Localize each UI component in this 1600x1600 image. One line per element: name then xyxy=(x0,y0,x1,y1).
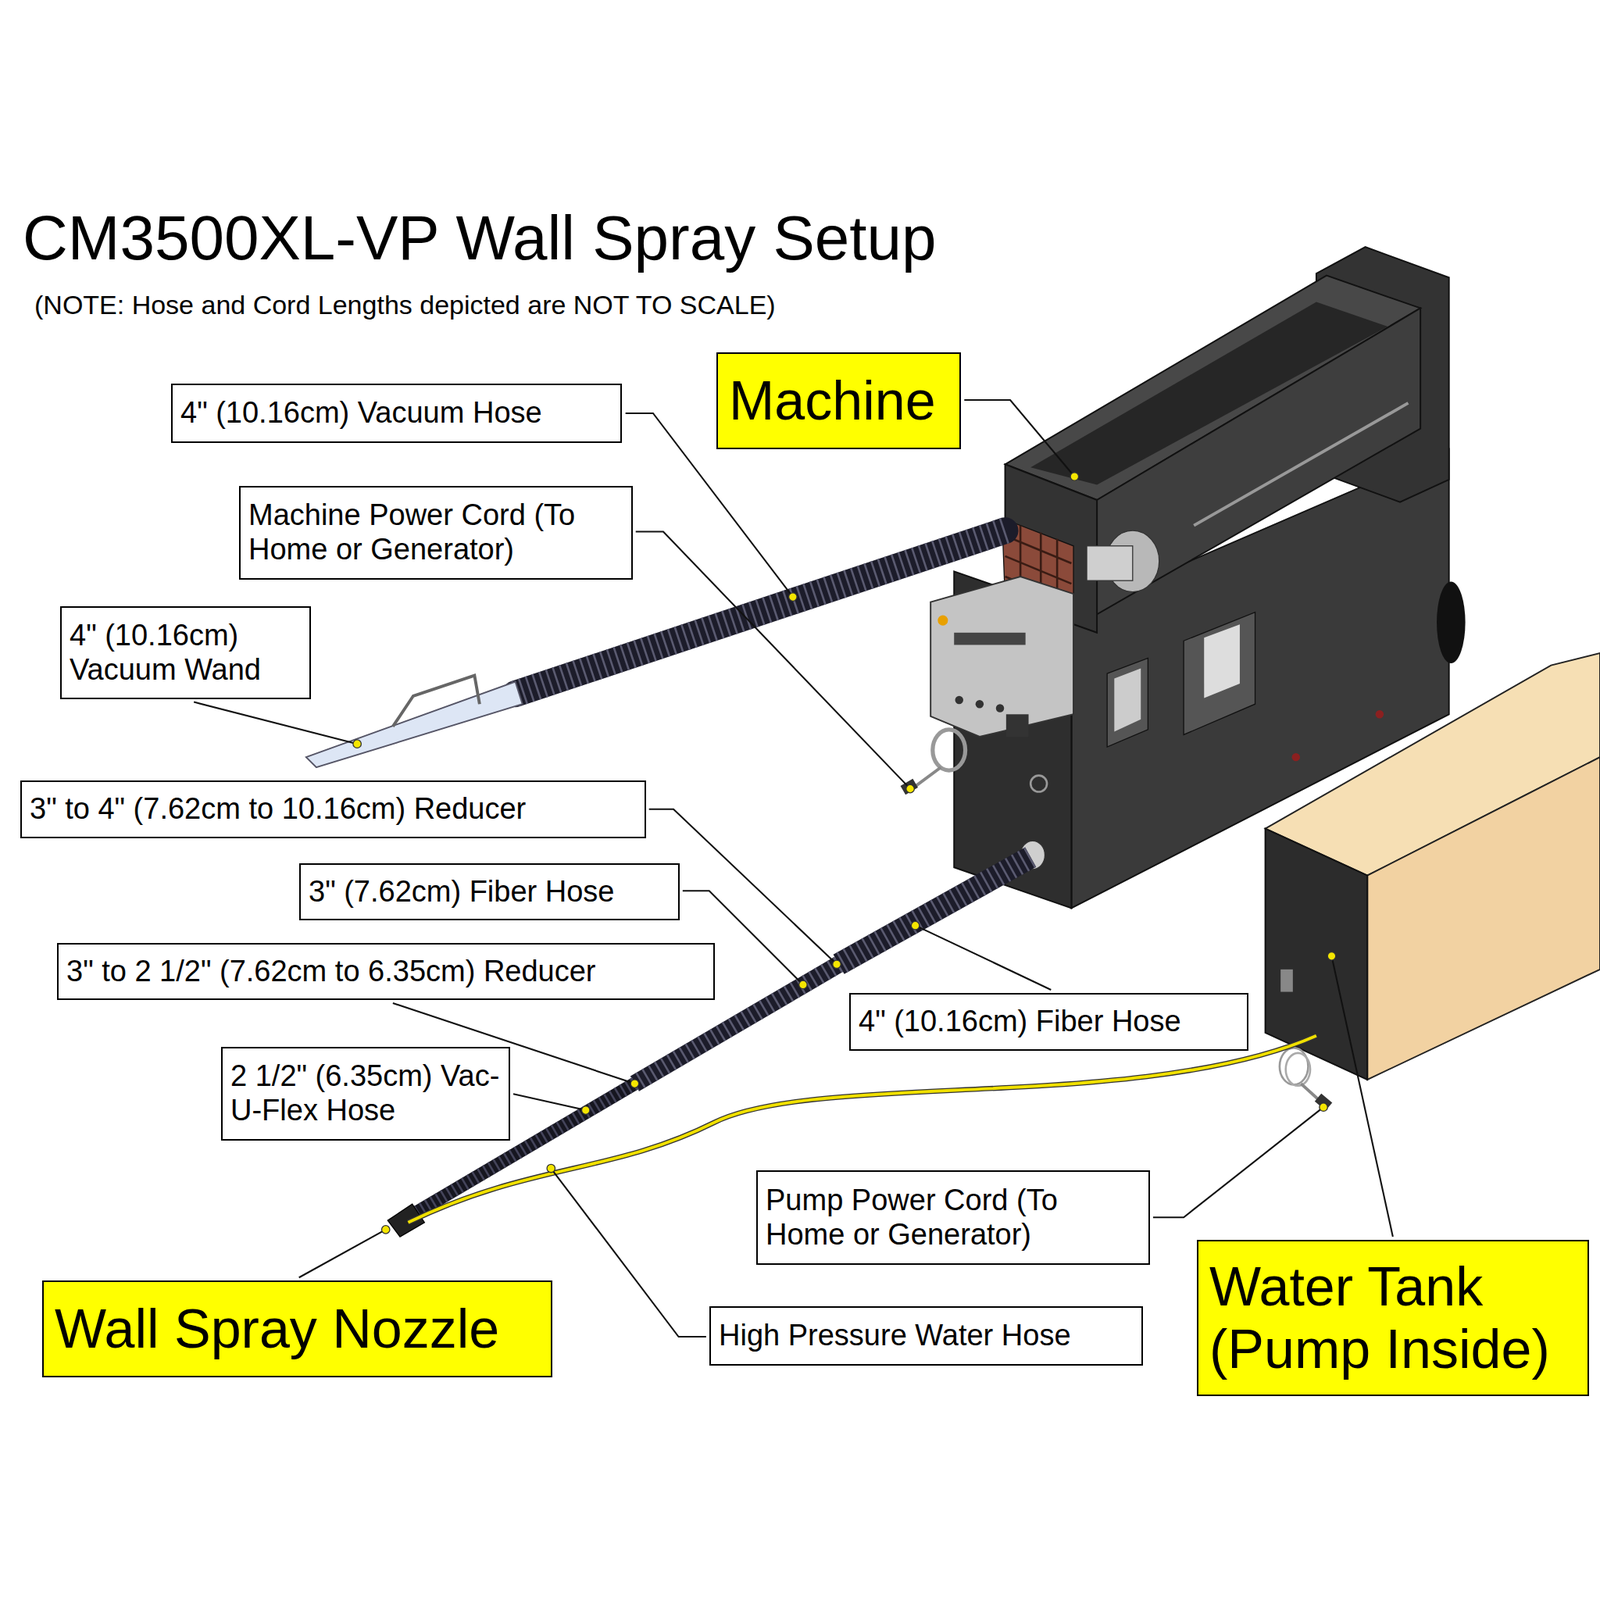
main-label-box: Machine xyxy=(716,352,961,450)
note-label: (NOTE: Hose and Cord Lengths depicted ar… xyxy=(34,289,776,321)
main-label-box: Water Tank (Pump Inside) xyxy=(1196,1239,1590,1397)
box-text: 2 1/2" (6.35cm) Vac-U-Flex Hose xyxy=(230,1059,501,1128)
box-text: 4" (10.16cm) Fiber Hose xyxy=(858,1004,1240,1040)
box-text: Machine xyxy=(728,369,949,433)
box-text: 3" to 4" (7.62cm to 10.16cm) Reducer xyxy=(29,792,637,827)
box-text: Machine Power Cord (To Home or Generator… xyxy=(248,498,624,567)
box-text: Wall Spray Nozzle xyxy=(54,1297,540,1361)
callout-box: 4" (10.16cm) Fiber Hose xyxy=(849,992,1249,1051)
box-text: Pump Power Cord (To Home or Generator) xyxy=(765,1183,1141,1252)
callout-box: 3" (7.62cm) Fiber Hose xyxy=(299,863,680,921)
box-text: 3" (7.62cm) Fiber Hose xyxy=(308,875,671,910)
callout-box: 3" to 4" (7.62cm to 10.16cm) Reducer xyxy=(20,780,647,839)
callout-box: 4" (10.16cm) Vacuum Hose xyxy=(171,383,622,443)
callout-box: 2 1/2" (6.35cm) Vac-U-Flex Hose xyxy=(221,1046,511,1141)
callout-box: High Pressure Water Hose xyxy=(709,1306,1143,1366)
box-text: High Pressure Water Hose xyxy=(718,1318,1134,1354)
callout-box: Machine Power Cord (To Home or Generator… xyxy=(239,485,633,580)
callout-box: 4" (10.16cm) Vacuum Wand xyxy=(60,606,311,700)
main-label-box: Wall Spray Nozzle xyxy=(42,1280,553,1378)
callout-box: Pump Power Cord (To Home or Generator) xyxy=(756,1170,1150,1265)
callout-box: 3" to 2 1/2" (7.62cm to 6.35cm) Reducer xyxy=(57,942,715,1000)
box-text: Water Tank (Pump Inside) xyxy=(1209,1255,1577,1382)
diagram-title: CM3500XL-VP Wall Spray Setup xyxy=(22,203,936,273)
box-text: 4" (10.16cm) Vacuum Wand xyxy=(69,618,302,687)
box-text: 3" to 2 1/2" (7.62cm to 6.35cm) Reducer xyxy=(66,954,706,990)
box-text: 4" (10.16cm) Vacuum Hose xyxy=(180,396,613,431)
